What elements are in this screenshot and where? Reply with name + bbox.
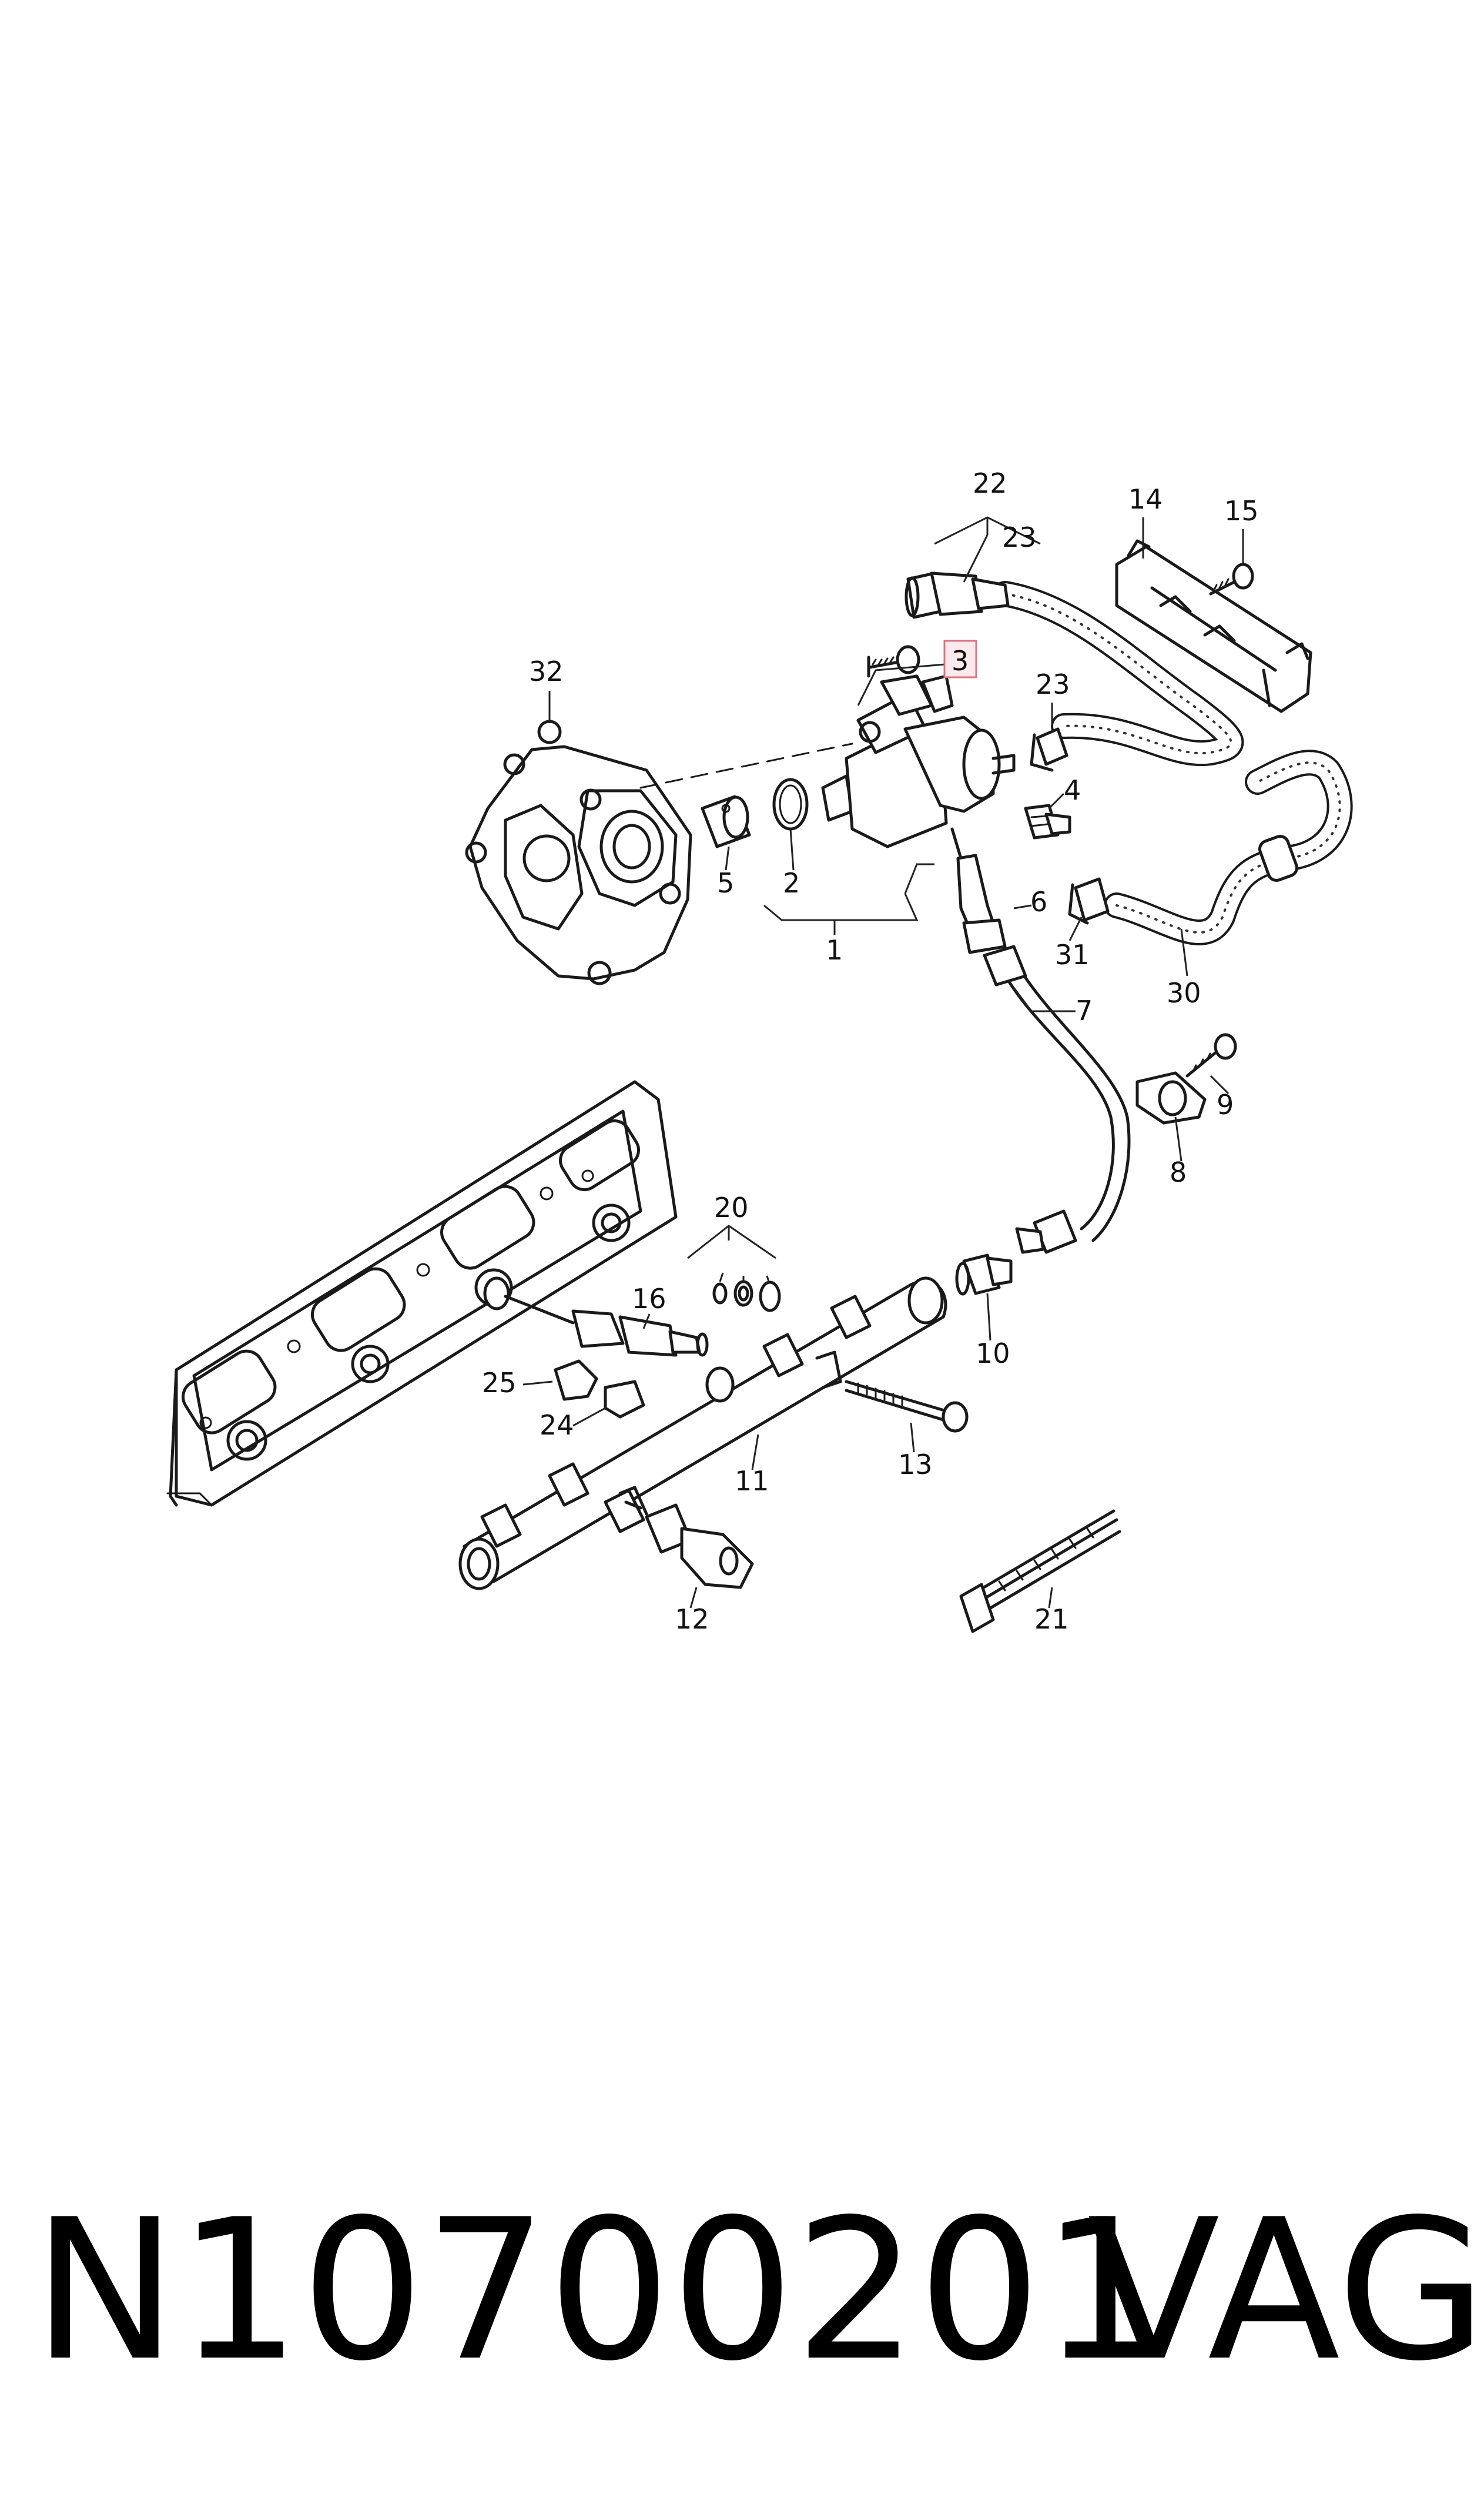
injector-16 (483, 1276, 709, 1357)
callout-25: 25 (482, 1367, 517, 1399)
callout-labels: 22 23 14 15 32 3 23 4 5 2 6 1 31 30 7 9 … (482, 467, 1259, 1635)
callout-9: 9 (1217, 1089, 1234, 1121)
callout-23a: 23 (1002, 521, 1037, 553)
callout-3: 3 (952, 645, 969, 677)
high-pressure-line-7 (956, 854, 1131, 1254)
union-10 (955, 1253, 1013, 1296)
bracket-14 (1115, 539, 1312, 713)
callout-23b: 23 (1036, 668, 1070, 700)
clamp-23 (1030, 727, 1068, 772)
callout-15: 15 (1224, 495, 1259, 527)
callout-11: 11 (735, 1465, 769, 1497)
clip-25 (554, 1359, 598, 1401)
fuel-rail-11 (458, 1276, 947, 1590)
hose-30 (1104, 750, 1353, 945)
retainer-24 (604, 1380, 645, 1419)
bolt-15 (1209, 563, 1254, 596)
centre-line (639, 743, 853, 789)
callout-31: 31 (1055, 939, 1090, 971)
bolt-9 (1185, 1033, 1237, 1078)
cable-tie-21 (959, 1509, 1121, 1633)
bolt-3 (867, 645, 920, 678)
seal-kit-20 (712, 1280, 781, 1312)
connector-4 (1024, 804, 1071, 840)
callout-10: 10 (976, 1338, 1010, 1369)
callout-16: 16 (632, 1283, 666, 1315)
bolt-13 (845, 1380, 969, 1433)
clip-8 (1135, 1071, 1207, 1125)
cylinder-head-flange (166, 1080, 678, 1507)
o-ring-2 (772, 778, 809, 831)
hose-fitting-22 (905, 571, 1010, 619)
callout-2: 2 (783, 867, 800, 899)
callout-12: 12 (675, 1603, 709, 1635)
high-pressure-pump-1 (821, 674, 1016, 860)
callout-32: 32 (529, 656, 564, 687)
callout-24: 24 (540, 1409, 574, 1441)
clamp-31 (1068, 877, 1110, 925)
sleeve-5 (701, 795, 751, 848)
leader-lines (522, 516, 1244, 1609)
callout-6: 6 (1030, 886, 1047, 918)
callout-20: 20 (714, 1192, 749, 1223)
brand-name: VAG (1087, 2178, 1484, 2403)
pressure-sender-12 (624, 1500, 754, 1589)
callout-4: 4 (1064, 774, 1081, 806)
callout-7: 7 (1076, 995, 1093, 1027)
callout-22: 22 (973, 467, 1007, 499)
callout-30: 30 (1167, 977, 1201, 1009)
callout-13: 13 (898, 1449, 933, 1480)
callout-5: 5 (717, 867, 734, 899)
highlighted-callout-box (943, 640, 977, 678)
part-number: N10700201 (32, 2178, 1165, 2403)
callout-8: 8 (1170, 1156, 1187, 1188)
hose-22 (992, 581, 1244, 767)
callout-21: 21 (1034, 1603, 1069, 1635)
callout-1: 1 (826, 934, 843, 966)
pump-housing-32 (465, 720, 692, 985)
callout-14: 14 (1128, 483, 1163, 515)
